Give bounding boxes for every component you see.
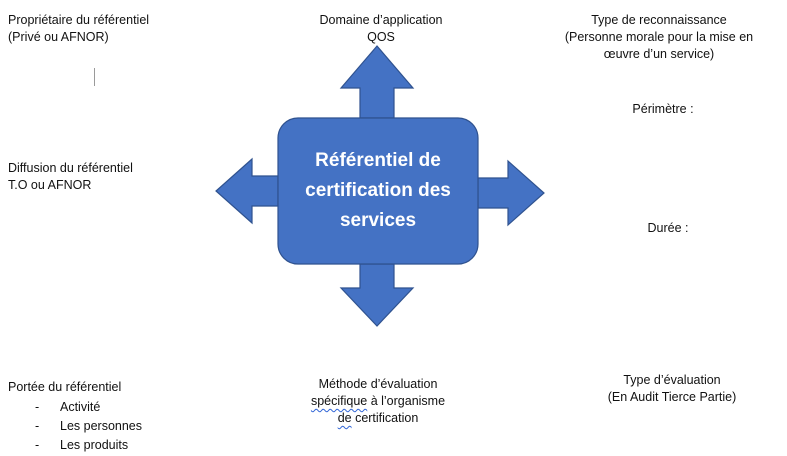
recognition-type-label: Type de reconnaissance (Personne morale … xyxy=(548,12,770,63)
text-cursor xyxy=(94,68,95,86)
list-item: - Les personnes xyxy=(8,417,142,436)
recognition-type-line-3: œuvre d’un service) xyxy=(603,47,715,61)
recognition-type-line-2: (Personne morale pour la mise en xyxy=(564,30,754,44)
evaluation-method-label: Méthode d’évaluation spécifique à l’orga… xyxy=(284,376,472,427)
scope-item-products: Les produits xyxy=(60,438,129,452)
center-title: Référentiel de certification des service… xyxy=(278,118,478,264)
scope-label: Portée du référentiel - Activité - Les per… xyxy=(8,379,142,455)
scope-title: Portée du référentiel xyxy=(8,380,122,394)
evaluation-method-line-3-rest: certification xyxy=(351,411,419,425)
evaluation-method-line-3: de certification xyxy=(284,410,472,427)
recognition-type-line-1: Type de reconnaissance xyxy=(591,13,727,27)
owner-label: Propriétaire du référentiel (Privé ou AF… xyxy=(8,12,149,46)
distribution-line-2: T.O ou AFNOR xyxy=(8,178,92,192)
bullet-dash: - xyxy=(35,419,40,433)
list-item: - Les produits xyxy=(8,436,142,455)
application-domain-line-1: Domaine d’application xyxy=(319,13,443,27)
center-title-line-1: Référentiel de xyxy=(315,150,441,171)
scope-item-people: Les personnes xyxy=(60,419,143,433)
evaluation-type-label: Type d’évaluation (En Audit Tierce Parti… xyxy=(582,372,762,406)
scope-item-activity: Activité xyxy=(60,400,101,414)
spellcheck-word: spécifique xyxy=(310,394,368,408)
bullet-dash: - xyxy=(35,438,40,452)
spellcheck-word: de xyxy=(337,411,352,425)
perimeter-label: Périmètre : xyxy=(632,102,694,116)
distribution-line-1: Diffusion du référentiel xyxy=(8,161,133,175)
evaluation-method-line-2-rest: à l’organisme xyxy=(367,394,446,408)
distribution-label: Diffusion du référentiel T.O ou AFNOR xyxy=(8,160,133,194)
evaluation-type-line-1: Type d’évaluation xyxy=(623,373,721,387)
center-box xyxy=(277,117,479,265)
list-item: - Activité xyxy=(8,398,142,417)
scope-list: - Activité - Les personnes - Les produits xyxy=(8,398,142,455)
owner-line-2: (Privé ou AFNOR) xyxy=(8,30,109,44)
evaluation-method-line-2: spécifique à l’organisme xyxy=(284,393,472,410)
application-domain-line-2: QOS xyxy=(367,30,395,44)
duration-label: Durée : xyxy=(647,221,689,235)
center-title-line-2: certification des xyxy=(305,180,451,201)
arrow-right xyxy=(477,159,545,227)
arrow-left xyxy=(215,157,279,225)
arrow-up xyxy=(339,45,415,119)
center-title-line-3: services xyxy=(339,210,417,231)
owner-line-1: Propriétaire du référentiel xyxy=(8,13,150,27)
arrow-down xyxy=(339,263,415,327)
application-domain-label: Domaine d’application QOS xyxy=(296,12,466,46)
evaluation-type-line-2: (En Audit Tierce Partie) xyxy=(607,390,737,404)
bullet-dash: - xyxy=(35,400,40,414)
evaluation-method-line-1: Méthode d’évaluation xyxy=(318,377,438,391)
